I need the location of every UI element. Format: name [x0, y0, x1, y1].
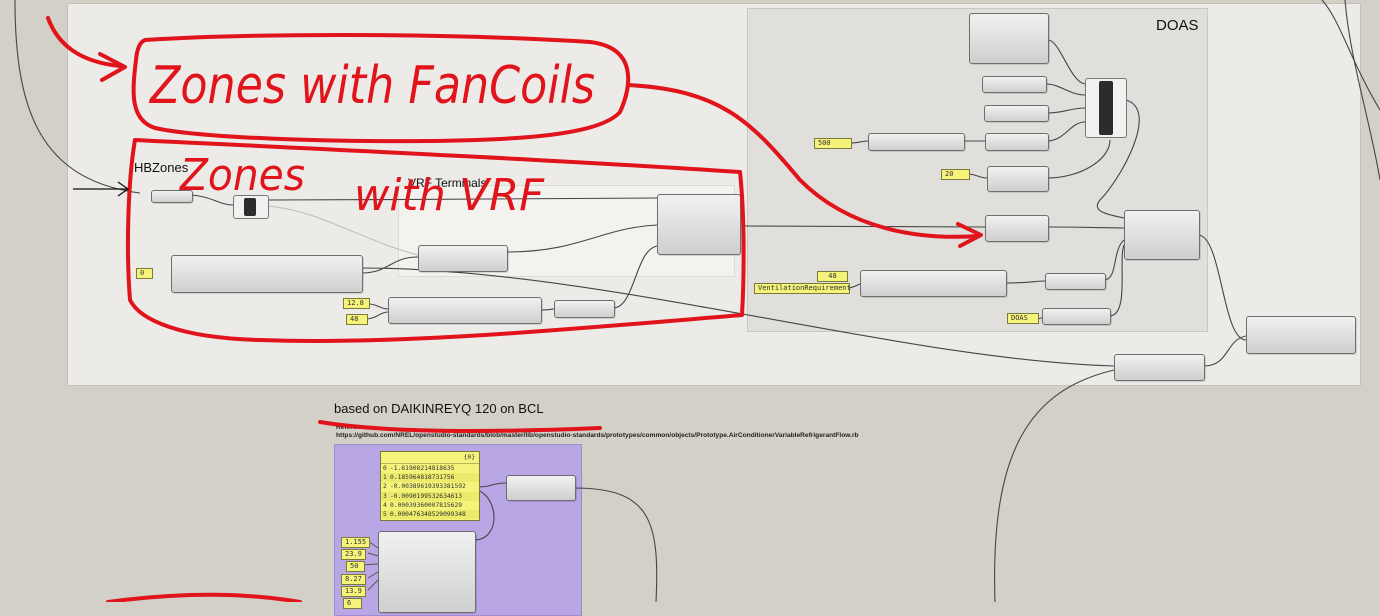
connector-arrow-head — [956, 222, 983, 248]
curve-panel-row: 3-0.0090199532634613 — [381, 491, 479, 501]
row-value: -0.0090199532634613 — [390, 492, 463, 500]
doas-input-1[interactable] — [982, 76, 1047, 93]
bottom-arrow — [106, 592, 302, 602]
note-title: based on DAIKINREYQ 120 on BCL — [334, 401, 544, 416]
vrf-zone-component[interactable] — [171, 255, 363, 293]
row-value: 0.185964818731756 — [390, 474, 455, 482]
panel-500[interactable]: 500 — [814, 138, 852, 149]
doas-input-3[interactable] — [985, 133, 1049, 151]
vrf-hvac-component[interactable] — [657, 194, 741, 255]
doas-group-title: DOAS — [1156, 17, 1199, 34]
panel-ventilation[interactable]: VentilationRequirement — [754, 283, 851, 294]
note-underline — [318, 420, 602, 433]
vrf-annotation-zones: Zones — [179, 150, 305, 201]
annotation-layer: Zones with FanCoils Zones with VRF — [46, 16, 983, 602]
input-panel-3[interactable]: 50 — [346, 561, 365, 572]
wire-hbzones-in — [14, 0, 141, 194]
row-index: 2 — [383, 483, 387, 491]
row-index: 4 — [383, 501, 387, 509]
panel-48-left[interactable]: 48 — [346, 314, 368, 325]
ventilation-component[interactable] — [860, 270, 1007, 297]
vrf-group-title: VRF Terminals — [408, 176, 487, 190]
vrf-annotation-with: with VRF — [354, 170, 545, 221]
curve-panel-header: {0} — [381, 452, 479, 464]
row-value: -0.00389619393381592 — [390, 483, 466, 491]
reference-url: https://github.com/NREL/openstudio-stand… — [336, 432, 859, 439]
doas-mini-1[interactable] — [1045, 273, 1106, 290]
filter-knob — [244, 198, 256, 216]
curve-panel-row: 0-1.61908214818635 — [381, 464, 479, 473]
doas-number-slider[interactable] — [868, 133, 965, 151]
panel-48-right[interactable]: 48 — [817, 271, 848, 282]
panel-12-8[interactable]: 12.8 — [343, 298, 370, 309]
vrf-terminal-component[interactable] — [418, 245, 508, 272]
input-panel-4[interactable]: 8.27 — [341, 574, 366, 585]
curve-builder-component[interactable] — [378, 531, 476, 613]
row-index: 1 — [383, 474, 387, 482]
doas-input-2[interactable] — [984, 105, 1049, 122]
hbzones-param[interactable] — [151, 190, 193, 203]
doas-merge-component[interactable] — [1085, 78, 1127, 138]
vrf-settings-component[interactable] — [388, 297, 542, 324]
row-index: 5 — [383, 510, 387, 518]
output-component[interactable] — [1246, 316, 1356, 354]
doas-brep-component[interactable] — [969, 13, 1049, 64]
panel-20[interactable]: 20 — [941, 169, 970, 180]
curve-panel-row: 2-0.00389619393381592 — [381, 482, 479, 491]
input-panel-2[interactable]: 23.9 — [341, 549, 366, 560]
doas-mini-2[interactable] — [1042, 308, 1111, 325]
hbzones-group-title: HBZones — [134, 160, 189, 175]
vrf-outline — [125, 138, 746, 343]
zone-filter-component[interactable] — [233, 195, 269, 219]
hbzones-black-arrow — [73, 181, 130, 197]
merge-knob — [1099, 81, 1113, 135]
fancoils-arrow-shaft — [46, 16, 122, 68]
panel-doas[interactable]: DOAS — [1007, 313, 1039, 324]
row-value: 0.00039360007815629 — [390, 501, 463, 509]
connector-arrow-shaft — [626, 83, 980, 239]
row-value: 0.000476348529099348 — [390, 510, 466, 518]
fancoils-arrow-head — [98, 52, 127, 82]
wire-layer — [14, 0, 1380, 602]
hvac-system-component[interactable] — [1114, 354, 1205, 381]
curve-output-component[interactable] — [506, 475, 576, 501]
input-panel-5[interactable]: 13.9 — [341, 586, 366, 597]
fancoils-outline — [131, 33, 631, 144]
doas-setting-component[interactable] — [985, 215, 1049, 242]
vrf-mini-component[interactable] — [554, 300, 615, 318]
row-index: 0 — [383, 465, 387, 472]
row-index: 3 — [383, 492, 387, 500]
row-value: -1.61908214818635 — [390, 465, 455, 472]
panel-0[interactable]: 0 — [136, 268, 153, 279]
input-panel-1[interactable]: 1.155 — [341, 537, 370, 548]
fancoils-annotation-text: Zones with FanCoils — [148, 56, 595, 116]
doas-input-4[interactable] — [987, 166, 1049, 192]
doas-main-component[interactable] — [1124, 210, 1200, 260]
